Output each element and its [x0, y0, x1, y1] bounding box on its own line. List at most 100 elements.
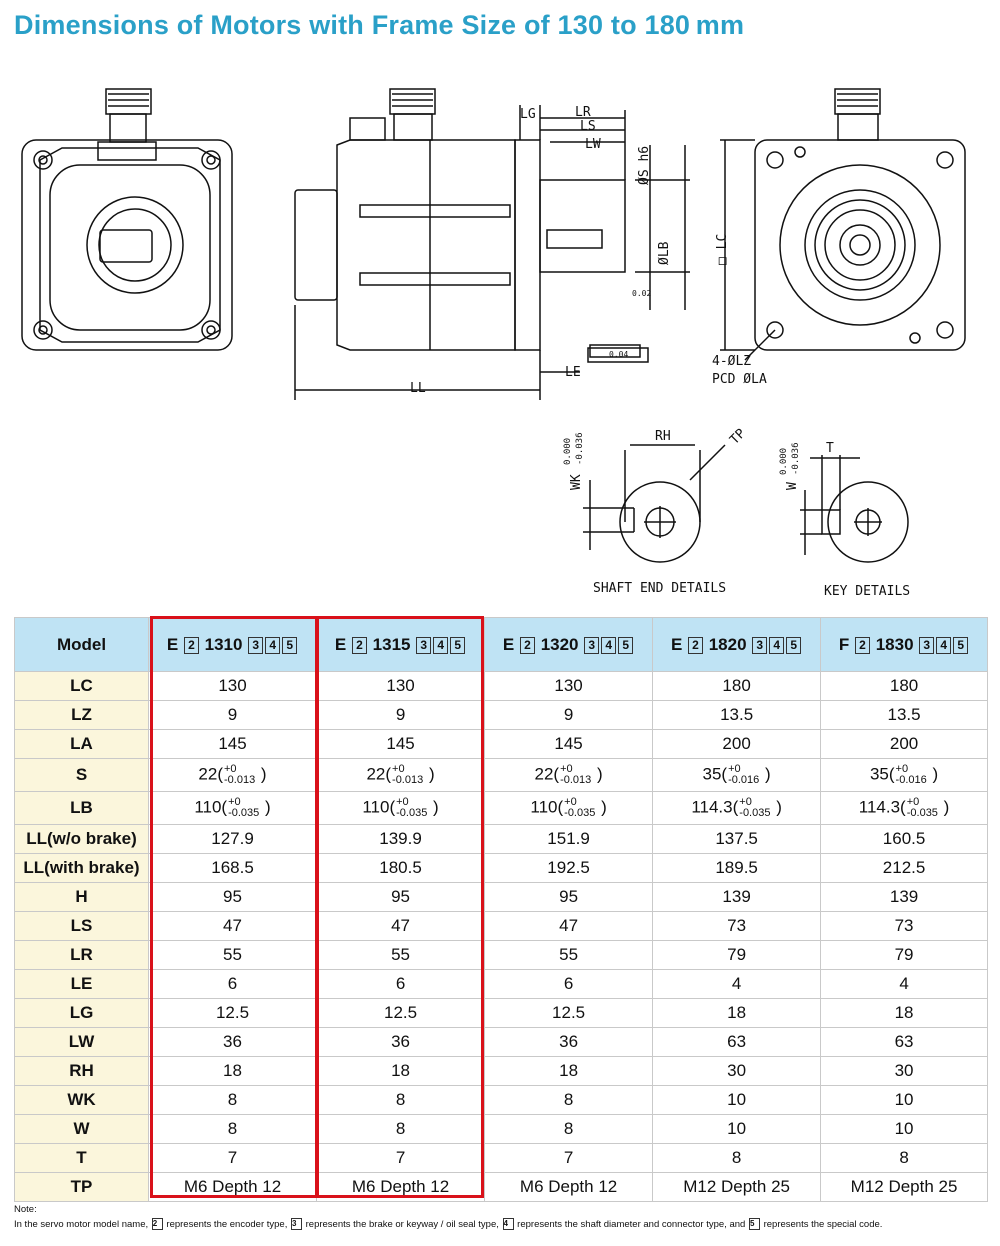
tol-base: 35(	[702, 764, 728, 784]
tol-close: )	[938, 797, 950, 817]
note-box: 2	[151, 1218, 163, 1230]
tol-upper: +0	[228, 796, 241, 808]
tol-close: )	[927, 764, 939, 784]
label-la: PCD ØLA	[712, 372, 767, 387]
table-cell: 9	[316, 700, 486, 730]
table-cell: 160.5	[820, 824, 988, 854]
table-cell: 8	[316, 1114, 486, 1144]
row-label: LR	[14, 940, 149, 970]
shaft-end-caption: SHAFT END DETAILS	[593, 581, 726, 596]
label-tol3: 0.04	[609, 350, 628, 359]
model-code: 1310	[199, 634, 248, 654]
dimension-drawings: LG LR LS LW ØS h6 ØLB LL LE 0.02 0.04 □ …	[0, 60, 1000, 615]
note-text: In the servo motor model name, 2 represe…	[14, 1218, 882, 1230]
table-cell: 6	[484, 969, 654, 999]
table-cell: M12 Depth 25	[820, 1172, 988, 1202]
row-label: H	[14, 882, 149, 912]
table-cell: 7	[484, 1143, 654, 1173]
shaft-end-drawing	[583, 444, 726, 563]
table-cell: 145	[147, 729, 318, 759]
table-cell: 13.5	[820, 700, 988, 730]
row-label: T	[14, 1143, 149, 1173]
table-cell: M12 Depth 25	[652, 1172, 822, 1202]
table-cell: 180	[652, 671, 822, 701]
table-cell: 73	[820, 911, 988, 941]
table-cell: 4	[652, 969, 822, 999]
table-cell: 212.5	[820, 853, 988, 883]
table-cell: 18	[820, 998, 988, 1028]
model-box: 5	[450, 636, 466, 654]
row-label: LE	[14, 969, 149, 999]
model-box: 3	[752, 636, 768, 654]
tolerance: +0-0.016	[728, 764, 759, 786]
label-lb: ØLB	[657, 241, 672, 265]
model-box: 5	[618, 636, 634, 654]
label-wk-tol: 0.000	[563, 438, 573, 465]
note-label: Note:	[14, 1204, 37, 1215]
tol-close: )	[424, 764, 435, 784]
table-cell: 12.5	[147, 998, 318, 1028]
table-cell: 10	[820, 1085, 988, 1115]
model-code: 1830	[870, 634, 919, 654]
tol-lower: -0.035	[906, 807, 938, 819]
tol-close: )	[592, 764, 603, 784]
row-label: LB	[14, 791, 149, 825]
table-cell: 114.3(+0-0.035 )	[820, 791, 988, 825]
table-cell: 55	[484, 940, 654, 970]
table-cell: 18	[316, 1056, 486, 1086]
table-cell: 200	[820, 729, 988, 759]
model-box: 3	[416, 636, 432, 654]
key-details-labels: T W 0.000 -0.036 KEY DETAILS	[779, 441, 910, 599]
tol-upper: +0	[895, 763, 909, 775]
model-box: 5	[282, 636, 298, 654]
tolerance: +0-0.013	[224, 764, 255, 786]
tol-lower: -0.016	[728, 774, 760, 786]
highlight-box-1315	[316, 616, 484, 1198]
model-prefix: E	[166, 634, 183, 654]
tol-base: 22(	[198, 764, 223, 784]
model-header: Model	[14, 617, 149, 672]
tol-lower: -0.013	[392, 774, 424, 786]
table-cell: 35(+0-0.016 )	[652, 758, 822, 792]
label-lz: 4-ØLZ	[712, 354, 751, 369]
row-label: LZ	[14, 700, 149, 730]
model-box: 5	[786, 636, 802, 654]
tol-upper: +0	[906, 796, 920, 808]
row-label: LG	[14, 998, 149, 1028]
flange-view-labels: □ LC 4-ØLZ PCD ØLA	[712, 234, 767, 387]
table-cell: 139	[820, 882, 988, 912]
model-prefix: E	[334, 634, 351, 654]
tol-upper: +0	[560, 763, 573, 775]
tol-upper: +0	[739, 796, 752, 808]
label-t: T	[826, 441, 834, 456]
table-cell: 130	[147, 671, 318, 701]
label-lr: LR	[575, 105, 591, 120]
tol-base: 110(	[362, 797, 396, 817]
table-cell: 18	[484, 1056, 654, 1086]
note-box: 3	[290, 1218, 302, 1230]
tol-lower: -0.035	[564, 807, 596, 819]
tol-base: 22(	[534, 764, 560, 784]
model-box: 2	[351, 636, 367, 654]
row-label: WK	[14, 1085, 149, 1115]
model-code: 1315	[367, 634, 416, 654]
table-cell: 6	[316, 969, 486, 999]
row-label: W	[14, 1114, 149, 1144]
model-box: 4	[265, 636, 281, 654]
